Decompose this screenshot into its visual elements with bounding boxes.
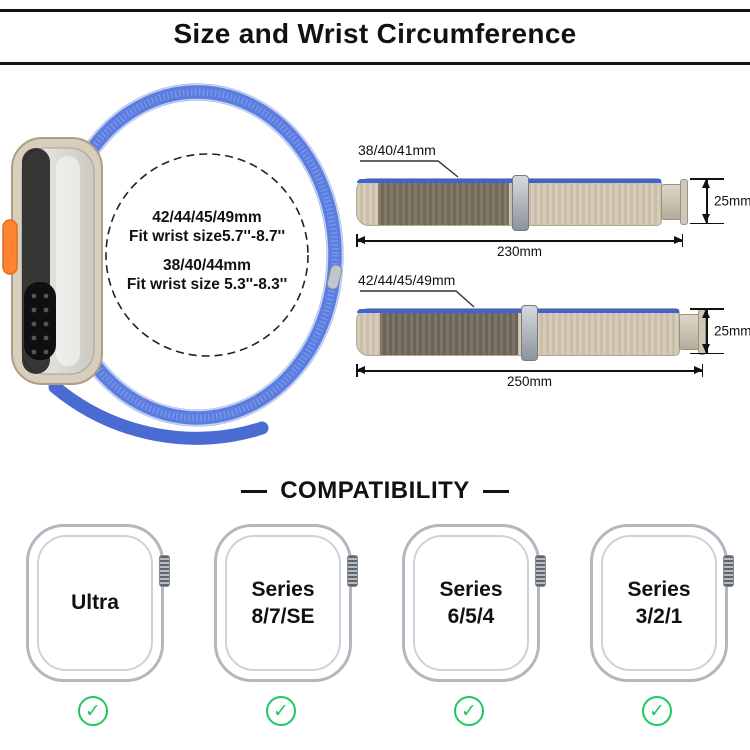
check-icon: ✓ — [454, 696, 484, 726]
check-icon: ✓ — [642, 696, 672, 726]
compat-watch-series-3-2-1: Series 3/2/1 ✓ — [590, 524, 734, 726]
compatibility-title: COMPATIBILITY — [280, 477, 470, 504]
band-adapter-icon — [679, 309, 706, 355]
digital-crown-icon — [159, 555, 170, 587]
heading-dash-right — [482, 489, 509, 493]
compatibility-heading: COMPATIBILITY — [0, 477, 750, 505]
band-width-measure: 25mm — [690, 178, 750, 224]
band-size-label: 42/44/45/49mm — [358, 272, 456, 288]
band-adapter-icon — [661, 179, 688, 225]
watch-outline: Ultra — [26, 524, 170, 682]
band-width-value: 25mm — [714, 193, 750, 209]
band-dark-section — [379, 313, 518, 355]
model-name: Ultra — [71, 591, 119, 615]
watch-outline: Series 6/5/4 — [402, 524, 546, 682]
watch-screen: Series 8/7/SE — [225, 535, 341, 671]
watch-loop-svg: 42/44/45/49mm Fit wrist size5.7''-8.7'' … — [2, 83, 344, 445]
watch-with-loop-illustration: 42/44/45/49mm Fit wrist size5.7''-8.7'' … — [0, 72, 352, 474]
band-length-value: 250mm — [506, 374, 552, 389]
band-length-measure: 250mm — [356, 364, 703, 392]
size-range-1: 42/44/45/49mm — [152, 209, 261, 226]
speaker-grille-icon — [24, 282, 56, 360]
watch-screen: Ultra — [37, 535, 153, 671]
leader-line — [360, 290, 475, 308]
watch-outline: Series 3/2/1 — [590, 524, 734, 682]
digital-crown-icon — [723, 555, 734, 587]
band-diagram-small: 38/40/41mm 25mm 230mm — [352, 142, 750, 268]
leader-line — [360, 160, 459, 178]
band-graphic — [356, 305, 680, 361]
watch-ultra-body — [2, 137, 103, 385]
band-length-measure: 230mm — [356, 234, 683, 262]
compat-watch-ultra: Ultra ✓ — [26, 524, 170, 726]
model-name: Series 3/2/1 — [627, 577, 691, 628]
model-name: Series 6/5/4 — [439, 577, 503, 628]
band-buckle-icon — [521, 305, 539, 361]
dashed-size-circle — [105, 153, 309, 357]
compatibility-watch-row: Ultra ✓ Series 8/7/SE ✓ Series 6/5/4 ✓ — [0, 524, 750, 726]
fit-range-1: Fit wrist size5.7''-8.7'' — [129, 228, 285, 245]
model-name: Series 8/7/SE — [251, 577, 315, 628]
compat-watch-series-8-7-se: Series 8/7/SE ✓ — [214, 524, 358, 726]
fit-range-2: Fit wrist size 5.3''-8.3'' — [127, 276, 287, 293]
band-graphic — [356, 175, 662, 231]
title-divider — [0, 62, 750, 65]
band-width-value: 25mm — [714, 323, 750, 339]
watch-screen: Series 3/2/1 — [601, 535, 717, 671]
check-icon: ✓ — [78, 696, 108, 726]
band-length-value: 230mm — [496, 244, 542, 259]
compat-watch-series-6-5-4: Series 6/5/4 ✓ — [402, 524, 546, 726]
watch-outline: Series 8/7/SE — [214, 524, 358, 682]
band-diagram-large: 42/44/45/49mm 25mm 250mm — [352, 272, 750, 398]
band-width-measure: 25mm — [690, 308, 750, 354]
size-range-2: 38/40/44mm — [163, 257, 251, 274]
check-icon: ✓ — [266, 696, 296, 726]
top-divider — [0, 9, 750, 12]
band-size-label: 38/40/41mm — [358, 142, 436, 158]
digital-crown-icon — [347, 555, 358, 587]
band-dark-section — [378, 183, 509, 225]
band-hook-icon — [326, 264, 343, 290]
band-blue-stripe — [357, 179, 661, 183]
digital-crown-icon — [535, 555, 546, 587]
band-buckle-icon — [512, 175, 530, 231]
watch-screen: Series 6/5/4 — [413, 535, 529, 671]
band-blue-stripe — [357, 309, 679, 313]
action-button-icon — [2, 219, 18, 275]
heading-dash-left — [241, 489, 268, 493]
page-title: Size and Wrist Circumference — [173, 18, 577, 49]
